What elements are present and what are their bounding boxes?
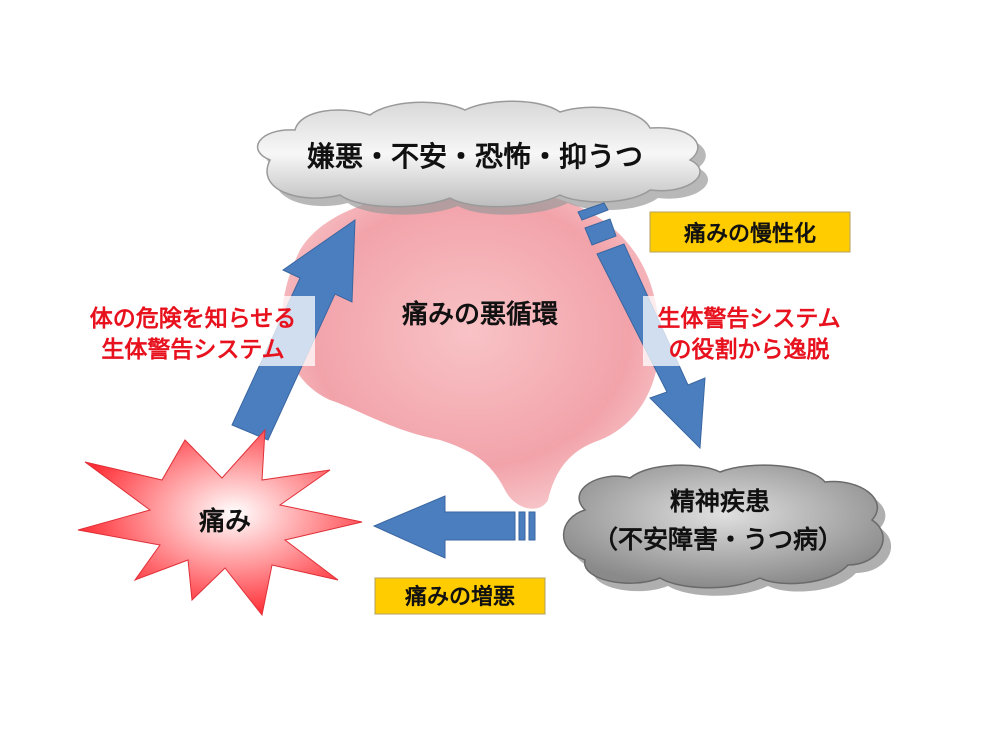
arrow-left — [372, 495, 536, 559]
bottom-cloud: 精神疾患 （不安障害・うつ病） — [562, 464, 892, 596]
center-title: 痛みの悪循環 — [402, 299, 559, 330]
pain-text: 痛み — [199, 506, 251, 537]
left-caption-line2: 生体警告システム — [101, 337, 284, 363]
right-caption-line2: の役割から逸脱 — [669, 336, 830, 363]
pain-starburst: 痛み — [77, 428, 363, 617]
label-worsen-text: 痛みの増悪 — [405, 584, 515, 610]
top-cloud-text: 嫌悪・不安・恐怖・抑うつ — [307, 140, 643, 173]
left-caption-line1: 体の危険を知らせる — [90, 305, 297, 332]
brain-image — [282, 189, 660, 509]
bottom-cloud-line2: （不安障害・うつ病） — [593, 525, 843, 554]
bottom-cloud-line1: 精神疾患 — [670, 487, 770, 516]
label-worsen: 痛みの増悪 — [374, 577, 546, 615]
right-caption: 生体警告システム の役割から逸脱 — [643, 296, 855, 366]
left-caption: 体の危険を知らせる 生体警告システム — [70, 296, 315, 366]
top-cloud: 嫌悪・不安・恐怖・抑うつ — [257, 100, 709, 215]
right-caption-line1: 生体警告システム — [657, 306, 840, 332]
label-chronic: 痛みの慢性化 — [649, 211, 851, 253]
label-chronic-text: 痛みの慢性化 — [684, 221, 816, 247]
